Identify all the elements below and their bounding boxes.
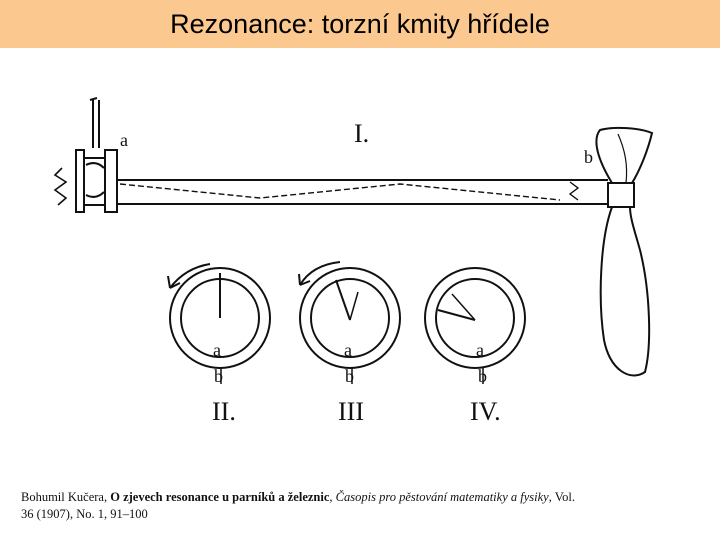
title-bar: Rezonance: torzní kmity hřídele (0, 0, 720, 48)
dial-II-arrow (169, 263, 211, 289)
spring-right (568, 181, 580, 201)
dial-III-outer (299, 267, 401, 369)
coupling (84, 157, 105, 206)
spring-left (53, 167, 68, 206)
dial-III-arrow (299, 261, 341, 286)
left-flange (75, 149, 85, 213)
dial-III-label-a: a (344, 340, 352, 360)
twist-line (119, 183, 561, 201)
dial-II-numeral: II. (212, 397, 236, 426)
slide-title: Rezonance: torzní kmity hřídele (170, 8, 550, 39)
dial-IV-label-a: a (476, 340, 484, 360)
dial-II-label-b: b (214, 366, 223, 386)
right-flange (104, 149, 118, 213)
dial-III-numeral: III (338, 397, 364, 426)
propeller-upper-blade (595, 126, 654, 184)
dial-IV-outer (424, 267, 526, 369)
label-I: I. (354, 119, 369, 148)
propeller-lower-blade (599, 206, 651, 377)
dial-II-label-a: a (213, 340, 221, 360)
dial-IV-needle (437, 309, 476, 321)
propeller-hub (607, 182, 635, 208)
citation-journal: Časopis pro pěstování matematiky a fysik… (335, 490, 549, 504)
shaft-diagram: a b I. a b II. a b III a b IV. (53, 97, 654, 426)
citation: Bohumil Kučera, O zjevech resonance u pa… (21, 489, 581, 523)
dial-III-inner (310, 278, 390, 358)
dial-III-needle (335, 279, 351, 321)
dial-IV-inner (435, 278, 515, 358)
dial-II-outer (169, 267, 271, 369)
citation-volume: , Vol. 36 (1907), No. 1, 91–100 (21, 490, 575, 521)
label-a-top: a (120, 130, 128, 150)
dial-IV-label-b: b (478, 366, 487, 386)
engine-rod (89, 97, 100, 148)
citation-article: O zjevech resonance u parníků a železnic (110, 490, 330, 504)
label-b-top: b (584, 147, 593, 167)
citation-author: Bohumil Kučera, (21, 490, 111, 504)
dial-III-label-b: b (345, 366, 354, 386)
dial-IV-numeral: IV. (470, 397, 501, 426)
citation-separator: , (329, 490, 336, 504)
